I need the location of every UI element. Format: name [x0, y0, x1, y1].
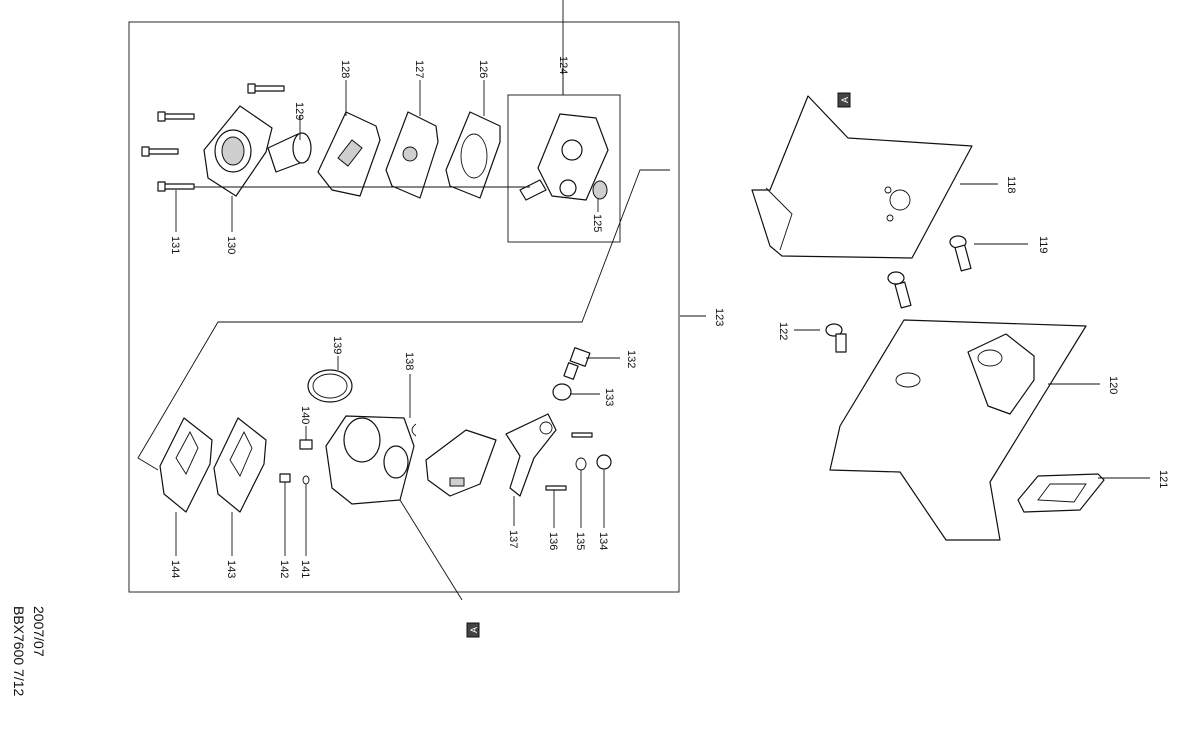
label-133: 133: [603, 388, 615, 406]
nut-134: [596, 454, 612, 470]
bracket-137: [505, 413, 557, 497]
washer-135: [575, 457, 587, 471]
label-121: 121: [1157, 470, 1169, 488]
o-ring-139: [307, 369, 353, 403]
carburetor-body-inset: [507, 94, 621, 243]
screw-upper: [887, 271, 912, 309]
label-124: 124: [557, 56, 569, 74]
lower-assembly-outline: [137, 169, 670, 471]
label-129: 129: [293, 102, 305, 120]
label-144: 144: [169, 560, 181, 578]
footer-page: BBX7600 7/12: [11, 606, 27, 697]
label-120: 120: [1107, 376, 1119, 394]
screw-136: [545, 432, 593, 491]
pump-cover-130: [203, 105, 273, 197]
label-127: 127: [413, 60, 425, 78]
label-123: 123: [713, 308, 725, 326]
label-140: 140: [299, 406, 311, 424]
label-139: 139: [331, 336, 343, 354]
ref-marker-lower: A: [466, 622, 480, 638]
pin-140: [299, 439, 313, 450]
label-128: 128: [339, 60, 351, 78]
label-122: 122: [777, 322, 789, 340]
label-125: 125: [591, 214, 603, 232]
screw-132: [563, 347, 591, 380]
screw-131-group: [141, 83, 285, 192]
gasket-144: [159, 417, 213, 513]
svg-text:A: A: [840, 97, 850, 103]
carb-body-124: [519, 113, 609, 201]
throttle-shaft: [425, 429, 497, 497]
screen-125: [592, 180, 608, 200]
bracket-120: [829, 319, 1087, 541]
label-132: 132: [625, 350, 637, 368]
svg-text:A: A: [469, 627, 479, 633]
gasket-143: [213, 417, 267, 513]
carb-main-body: [325, 415, 415, 505]
label-143: 143: [225, 560, 237, 578]
shield-118: [751, 95, 973, 259]
screw-119: [949, 235, 972, 272]
label-126: 126: [477, 60, 489, 78]
label-136: 136: [547, 532, 559, 550]
label-119: 119: [1037, 236, 1049, 254]
footer: 2007/07 BBX7600 7/12: [11, 606, 47, 697]
nut-133: [552, 383, 572, 401]
gasket-121: [1017, 473, 1105, 513]
label-118: 118: [1005, 176, 1017, 194]
label-142: 142: [278, 560, 290, 578]
carburetor-group-frame: [128, 21, 680, 593]
ring-141: [302, 475, 310, 485]
diaphragm-128: [317, 111, 381, 197]
label-138: 138: [403, 352, 415, 370]
clip-138: [411, 423, 417, 437]
ref-marker-upper: A: [837, 92, 851, 108]
label-134: 134: [597, 532, 609, 550]
gasket-126: [445, 111, 501, 199]
footer-date: 2007/07: [31, 606, 47, 657]
gasket-127: [385, 111, 439, 199]
label-137: 137: [507, 530, 519, 548]
pin-142: [279, 473, 291, 483]
filter-cup-129: [267, 132, 312, 173]
label-131: 131: [169, 236, 181, 254]
screw-122: [825, 323, 847, 353]
part-labels: 124 126 127 128 129 131 130 125 123 118 …: [169, 56, 1169, 578]
label-141: 141: [299, 560, 311, 578]
label-135: 135: [574, 532, 586, 550]
connector-lines: [175, 0, 1150, 601]
label-130: 130: [225, 236, 237, 254]
